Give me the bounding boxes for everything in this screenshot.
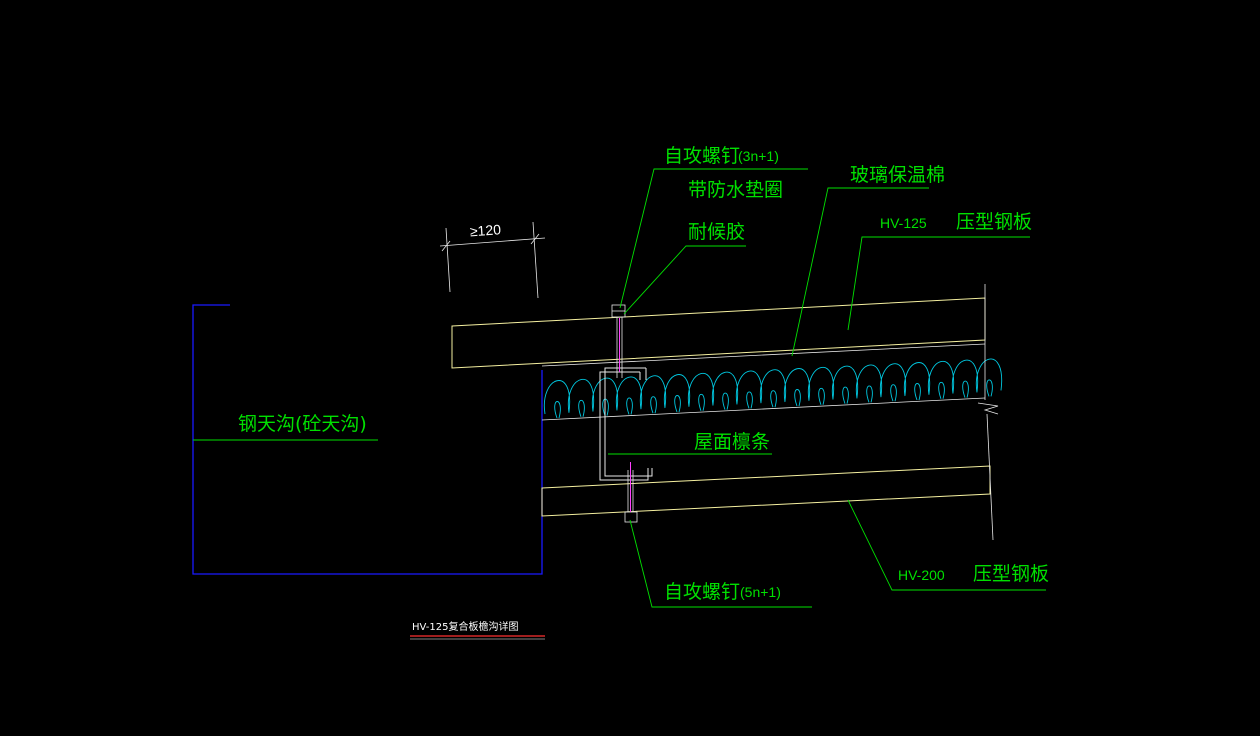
label-gutter: 钢天沟(砼天沟) bbox=[238, 413, 367, 435]
insulation-band bbox=[541, 343, 986, 421]
break-lines bbox=[977, 284, 999, 541]
label-purlin: 屋面檩条 bbox=[694, 431, 770, 453]
dimension-annotation bbox=[439, 221, 546, 299]
gutter-outline bbox=[192, 304, 543, 575]
bottom-screw bbox=[624, 470, 638, 523]
label-screw-top-qty: (3n+1) bbox=[738, 148, 779, 164]
label-top-panel-code: HV-125 bbox=[880, 215, 927, 231]
bottom-panel bbox=[541, 465, 991, 517]
label-sealant: 耐候胶 bbox=[688, 221, 745, 243]
label-screw-bottom: 自攻螺钉 bbox=[664, 581, 740, 603]
purlin-section bbox=[599, 367, 653, 481]
label-screw-bottom-qty: (5n+1) bbox=[740, 584, 781, 600]
label-screw-top: 自攻螺钉 bbox=[664, 145, 740, 167]
label-washer: 带防水垫圈 bbox=[688, 179, 783, 201]
dimension-value: ≥120 bbox=[469, 221, 501, 239]
top-screw bbox=[611, 304, 626, 378]
label-insulation: 玻璃保温棉 bbox=[850, 164, 945, 186]
drawing-title: HV-125复合板檐沟详图 bbox=[412, 620, 518, 633]
leader-lines bbox=[193, 168, 1046, 608]
label-bottom-panel-code: HV-200 bbox=[898, 567, 945, 583]
label-bottom-panel-name: 压型钢板 bbox=[973, 563, 1049, 585]
label-top-panel-name: 压型钢板 bbox=[956, 211, 1032, 233]
